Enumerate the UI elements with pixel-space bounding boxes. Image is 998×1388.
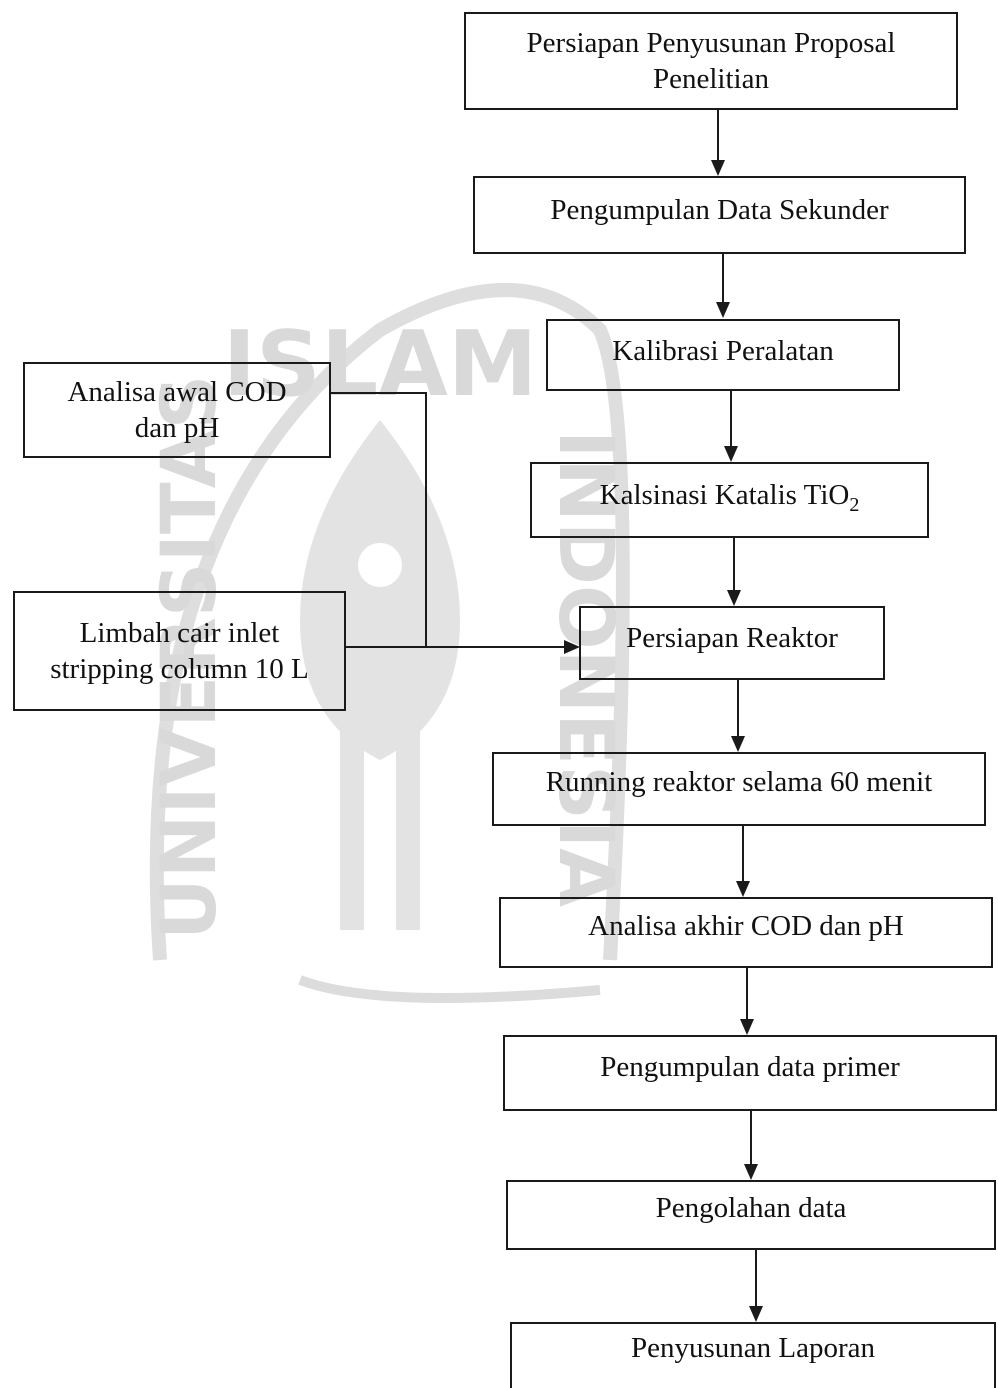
step-data-processing-box: Pengolahan data [506, 1180, 996, 1250]
step-reactor-prep-box: Persiapan Reaktor [579, 606, 885, 680]
connector-6-7 [742, 826, 744, 884]
connector-1-2 [717, 110, 719, 164]
watermark-left-word: UNIVERSITAS [144, 375, 233, 940]
step-secondary-data-box: Pengumpulan Data Sekunder [473, 176, 966, 254]
input-wastewater-line2: stripping column 10 L [50, 653, 309, 685]
arrowhead-1-2 [711, 160, 725, 176]
connector-initial-analysis-vertical [425, 392, 427, 648]
connector-9-10 [755, 1250, 757, 1308]
arrowhead-7-8 [740, 1019, 754, 1035]
input-initial-analysis-box: Analisa awal COD dan pH [23, 362, 331, 458]
step-primary-data-box: Pengumpulan data primer [503, 1035, 997, 1111]
arrowhead-5-6 [731, 736, 745, 752]
step-secondary-data-label: Pengumpulan Data Sekunder [550, 194, 889, 226]
step-report-box: Penyusunan Laporan [510, 1322, 996, 1388]
connector-3-4 [730, 391, 732, 448]
arrowhead-3-4 [724, 446, 738, 462]
step-running-box: Running reaktor selama 60 menit [492, 752, 986, 826]
step-proposal-line1: Persiapan Penyusunan Proposal [526, 27, 896, 59]
arrowhead-2-3 [716, 302, 730, 318]
connector-7-8 [746, 968, 748, 1022]
step-proposal-line2: Penelitian [653, 63, 769, 95]
input-initial-analysis-line1: Analisa awal COD [67, 376, 287, 408]
watermark-top-word: ISLAM [223, 312, 538, 417]
step-final-analysis-label: Analisa akhir COD dan pH [588, 909, 904, 942]
connector-initial-analysis-horizontal [331, 392, 427, 394]
watermark-right-word: INDONESIA [542, 430, 631, 907]
input-initial-analysis-line2: dan pH [134, 412, 220, 444]
arrowhead-9-10 [749, 1306, 763, 1322]
arrowhead-6-7 [736, 881, 750, 897]
step-final-analysis-box: Analisa akhir COD dan pH [499, 897, 993, 968]
connector-8-9 [750, 1111, 752, 1167]
step-calcination-box: Kalsinasi Katalis TiO2 [530, 462, 929, 538]
step-calcination-text: Kalsinasi Katalis TiO [599, 479, 850, 512]
connector-4-5 [733, 538, 735, 592]
step-calibration-box: Kalibrasi Peralatan [546, 319, 900, 391]
step-proposal-box: Persiapan Penyusunan Proposal Penelitian [464, 12, 958, 110]
step-primary-data-label: Pengumpulan data primer [600, 1051, 900, 1083]
step-report-label: Penyusunan Laporan [630, 1332, 876, 1364]
arrowhead-to-reactor-prep [564, 640, 580, 654]
input-wastewater-box: Limbah cair inlet stripping column 10 L [13, 591, 346, 711]
step-calcination-label: Kalsinasi Katalis TiO2 [600, 477, 860, 523]
connector-5-6 [737, 680, 739, 738]
arrowhead-4-5 [727, 590, 741, 606]
input-wastewater-line1: Limbah cair inlet [79, 617, 280, 649]
step-calibration-label: Kalibrasi Peralatan [612, 335, 834, 367]
arrowhead-8-9 [744, 1164, 758, 1180]
connector-2-3 [722, 254, 724, 306]
connector-wastewater-horizontal [346, 646, 565, 648]
step-calcination-subscript: 2 [849, 493, 860, 516]
step-running-label: Running reaktor selama 60 menit [545, 766, 933, 798]
step-data-processing-label: Pengolahan data [655, 1192, 847, 1224]
step-reactor-prep-label: Persiapan Reaktor [626, 622, 838, 654]
